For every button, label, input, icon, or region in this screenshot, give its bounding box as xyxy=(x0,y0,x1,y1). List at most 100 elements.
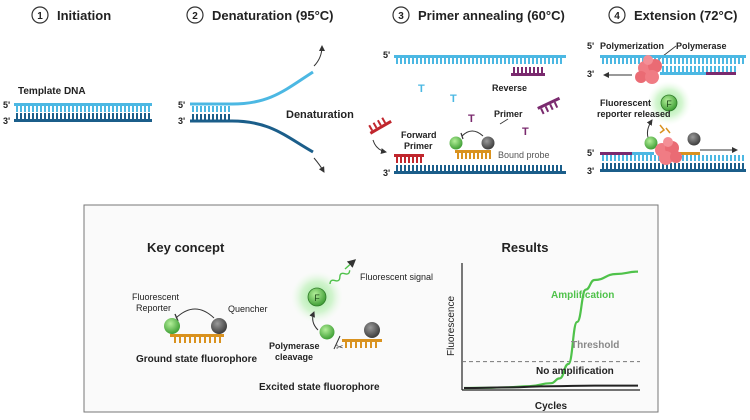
three-prime-label: 3' xyxy=(178,116,185,126)
cleaved-probe xyxy=(342,339,382,342)
cut-mark xyxy=(333,335,341,350)
base-pair-rung xyxy=(718,163,720,169)
base-pair-rung xyxy=(738,155,740,161)
base-pair-rung xyxy=(638,155,640,161)
base-pair-rung xyxy=(412,165,414,171)
reverse-label: Reverse xyxy=(492,83,527,93)
base-pair-rung xyxy=(404,58,406,64)
fluor-ball xyxy=(307,287,327,307)
step-3-heading: 3 Primer annealing (60°C) xyxy=(392,6,565,24)
base-pair-rung xyxy=(710,66,712,72)
base-pair-rung xyxy=(678,58,680,64)
step-1-number: 1 xyxy=(37,11,43,22)
base-pair-rung xyxy=(461,153,463,159)
base-pair-rung xyxy=(646,163,648,169)
base-pair-rung xyxy=(706,163,708,169)
base-pair-rung xyxy=(100,106,102,112)
base-pair-rung xyxy=(40,113,42,119)
base-pair-rung xyxy=(72,106,74,112)
base-pair-rung xyxy=(112,106,114,112)
base-pair-rung xyxy=(646,155,648,161)
base-pair-rung xyxy=(350,342,352,348)
primer-pointer xyxy=(499,118,509,125)
reverse-primer-bound xyxy=(511,73,545,76)
base-pair-rung xyxy=(698,163,700,169)
five-prime-label: 5' xyxy=(178,100,185,110)
base-pair-rung xyxy=(533,67,535,73)
base-pair-rung xyxy=(16,106,18,112)
base-pair-rung xyxy=(52,113,54,119)
base-pair-rung xyxy=(28,113,30,119)
reporter-ball xyxy=(449,136,463,150)
base-pair-rung xyxy=(480,58,482,64)
base-pair-rung xyxy=(742,155,744,161)
base-pair-rung xyxy=(614,163,616,169)
five-prime-label: 5' xyxy=(587,41,594,51)
base-pair-rung xyxy=(76,113,78,119)
base-pair-rung xyxy=(204,337,206,343)
base-pair-rung xyxy=(72,113,74,119)
base-pair-rung xyxy=(730,163,732,169)
panel-primer-annealing: 5' Reverse T T T T Forward Primer Pr xyxy=(368,50,566,178)
base-pair-rung xyxy=(670,66,672,72)
quench-arc xyxy=(175,308,215,319)
base-pair-rung xyxy=(622,58,624,64)
base-pair-rung xyxy=(396,58,398,64)
base-pair-rung xyxy=(428,165,430,171)
base-pair-rung xyxy=(686,163,688,169)
base-pair-rung xyxy=(208,106,210,112)
base-pair-rung xyxy=(128,106,130,112)
base-pair-rung xyxy=(484,58,486,64)
strand-up-arrow xyxy=(313,45,325,67)
base-pair-rung xyxy=(228,114,230,120)
threshold-label: Threshold xyxy=(571,340,619,351)
base-pair-rung xyxy=(540,165,542,171)
base-pairs xyxy=(16,106,150,119)
base-pair-rung xyxy=(396,157,398,163)
fluorescent-signal-wave xyxy=(329,270,351,285)
base-pair-rung xyxy=(485,153,487,159)
probe-fragment xyxy=(659,124,666,134)
base-pair-rung xyxy=(726,163,728,169)
base-pair-rung xyxy=(722,58,724,64)
base-pair-rung xyxy=(476,165,478,171)
base-pair-rung xyxy=(140,106,142,112)
base-pair-rung xyxy=(52,106,54,112)
base-pair-rung xyxy=(730,66,732,72)
new-strand-lower xyxy=(632,152,654,155)
base-pair-rung xyxy=(710,155,712,161)
three-prime-label: 3' xyxy=(383,168,390,178)
base-pair-rung xyxy=(80,106,82,112)
separating-bottom-strand xyxy=(190,119,314,154)
base-pair-rung xyxy=(96,106,98,112)
base-pair-rung xyxy=(602,163,604,169)
five-prime-label: 5' xyxy=(3,100,10,110)
base-pair-rung xyxy=(722,163,724,169)
base-pair-rung xyxy=(92,106,94,112)
annealing-top-strand xyxy=(394,55,566,58)
base-pair-rung xyxy=(460,58,462,64)
base-pair-rung xyxy=(642,58,644,64)
base-pair-rung xyxy=(56,106,58,112)
primer-label: Primer xyxy=(494,109,523,119)
base-pair-rung xyxy=(196,106,198,112)
base-pair-rung xyxy=(456,165,458,171)
probe-bases xyxy=(174,337,221,343)
base-pair-rung xyxy=(642,155,644,161)
base-pair-rung xyxy=(508,165,510,171)
base-pair-rung xyxy=(204,106,206,112)
base-pair-rung xyxy=(500,165,502,171)
base-pair-rung xyxy=(658,163,660,169)
base-pair-rung xyxy=(148,113,150,119)
template-dna-label: Template DNA xyxy=(18,86,86,97)
base-pair-rung xyxy=(436,58,438,64)
base-pair-rung xyxy=(179,337,181,343)
forward-primer-bases xyxy=(396,157,422,163)
step-1-heading: 1 Initiation xyxy=(31,6,111,24)
base-pair-rung xyxy=(674,66,676,72)
base-pair-rung xyxy=(120,106,122,112)
base-pair-rung xyxy=(610,58,612,64)
base-pair-rung xyxy=(614,58,616,64)
base-pair-rung xyxy=(128,113,130,119)
free-nucleotide: T xyxy=(418,83,425,95)
